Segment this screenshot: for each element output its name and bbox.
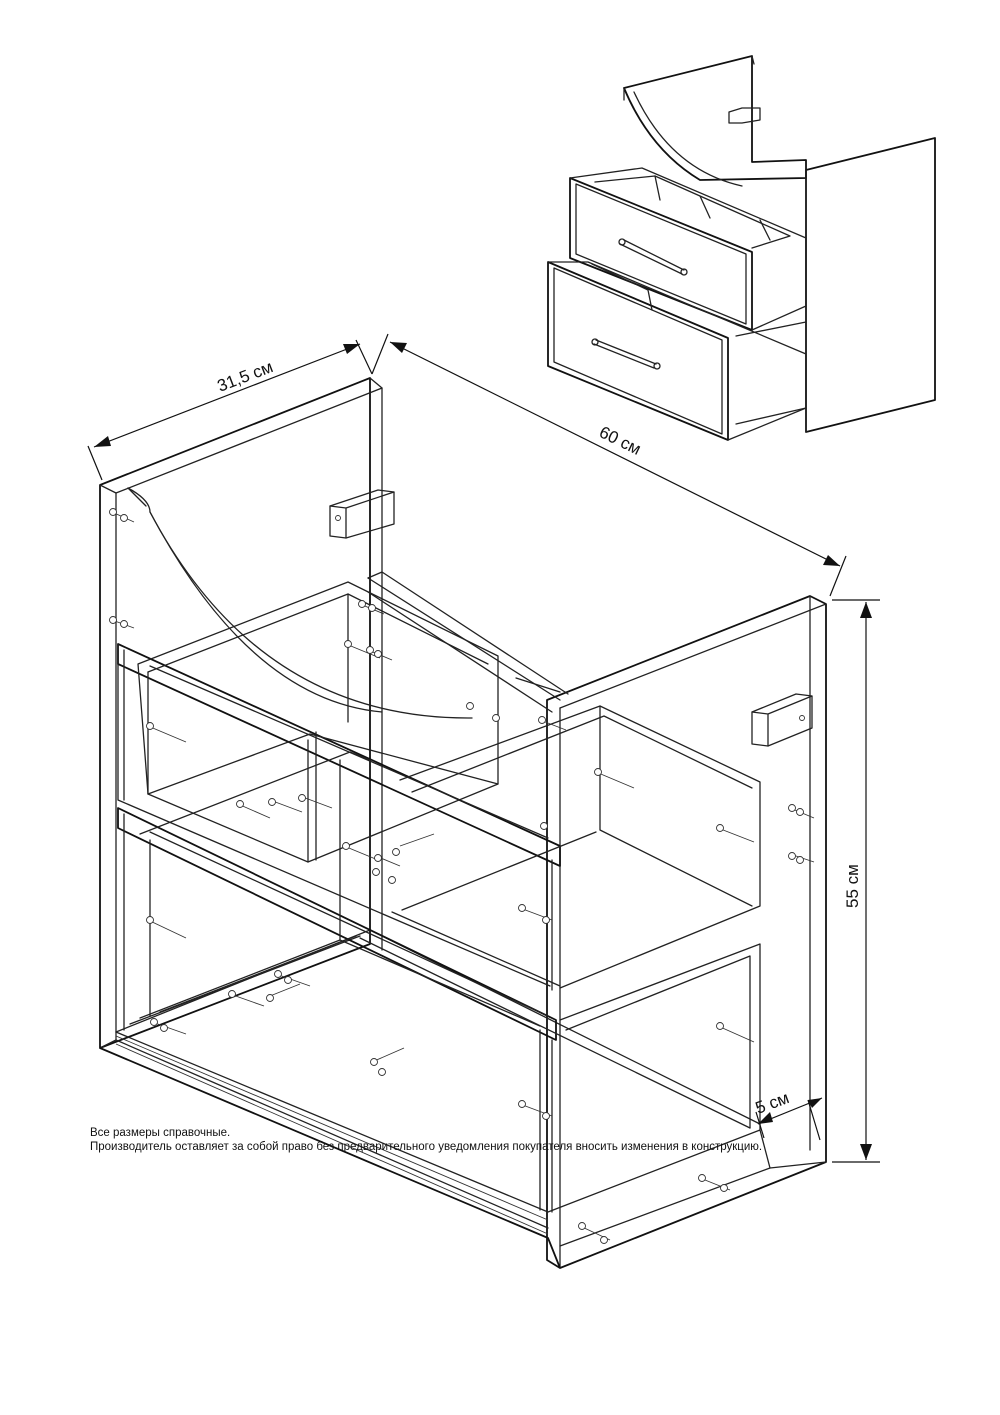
dowel-pins (109, 508, 815, 1244)
width-dimension: 60 см (371, 333, 847, 597)
footnotes: Все размеры справочные. Производитель ос… (90, 1126, 970, 1154)
cabinet-preview-illustration (547, 55, 936, 441)
depth-dimension: 31,5 см (87, 339, 373, 481)
depth-label: 31,5 см (215, 357, 276, 396)
width-label: 60 см (596, 423, 644, 459)
cabinet-wireframe (99, 377, 827, 1269)
footnote-reference-sizes: Все размеры справочные. (90, 1127, 231, 1139)
height-dimension: 55 см (832, 599, 880, 1163)
footnote-design-changes: Производитель оставляет за собой право б… (90, 1141, 763, 1153)
height-label: 55 см (843, 864, 862, 908)
